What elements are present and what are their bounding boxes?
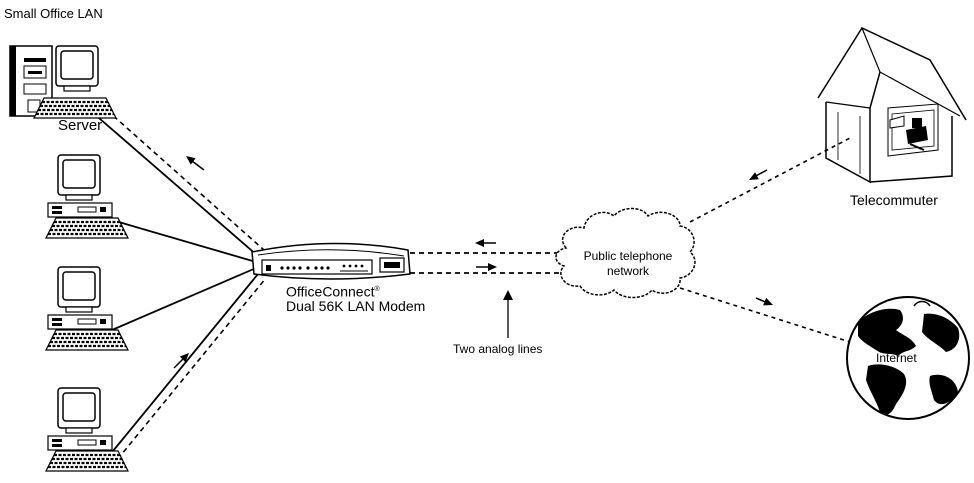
remote-links: [679, 137, 851, 343]
server-computer-icon: [9, 45, 118, 120]
analog-lines: [410, 252, 572, 274]
arrow-icon: [747, 169, 768, 184]
analog-pointer-arrow: [503, 290, 513, 338]
workstation-computer-icon: [44, 154, 130, 240]
cloud-icon: [555, 207, 696, 299]
workstation-computer-icon: [44, 387, 130, 473]
arrow-icon: [476, 263, 497, 271]
modem-label: OfficeConnect®: [286, 282, 380, 300]
arrow-icon: [475, 239, 496, 247]
modem-label-line2: Dual 56K LAN Modem: [286, 298, 426, 314]
house-icon: [817, 27, 967, 184]
internet-label: Internet: [876, 351, 917, 365]
arrow-icon: [183, 152, 205, 171]
telecommuter-label: Telecommuter: [850, 192, 938, 208]
lan-cables: [91, 103, 267, 467]
arrow-icon: [755, 297, 775, 309]
server-label: Server: [58, 117, 103, 134]
modem-label-line1: OfficeConnect: [286, 283, 375, 300]
cloud-label-line1: Public telephone: [583, 249, 673, 263]
analog-lines-label: Two analog lines: [453, 342, 543, 356]
modem-icon: [251, 242, 411, 280]
workstation-computer-icon: [44, 266, 130, 352]
trademark-mark: ®: [374, 286, 380, 293]
arrow-icon: [173, 350, 192, 369]
globe-icon: [846, 296, 970, 420]
diagram-title: Small Office LAN: [4, 6, 103, 21]
cloud-label-line2: network: [606, 264, 650, 278]
